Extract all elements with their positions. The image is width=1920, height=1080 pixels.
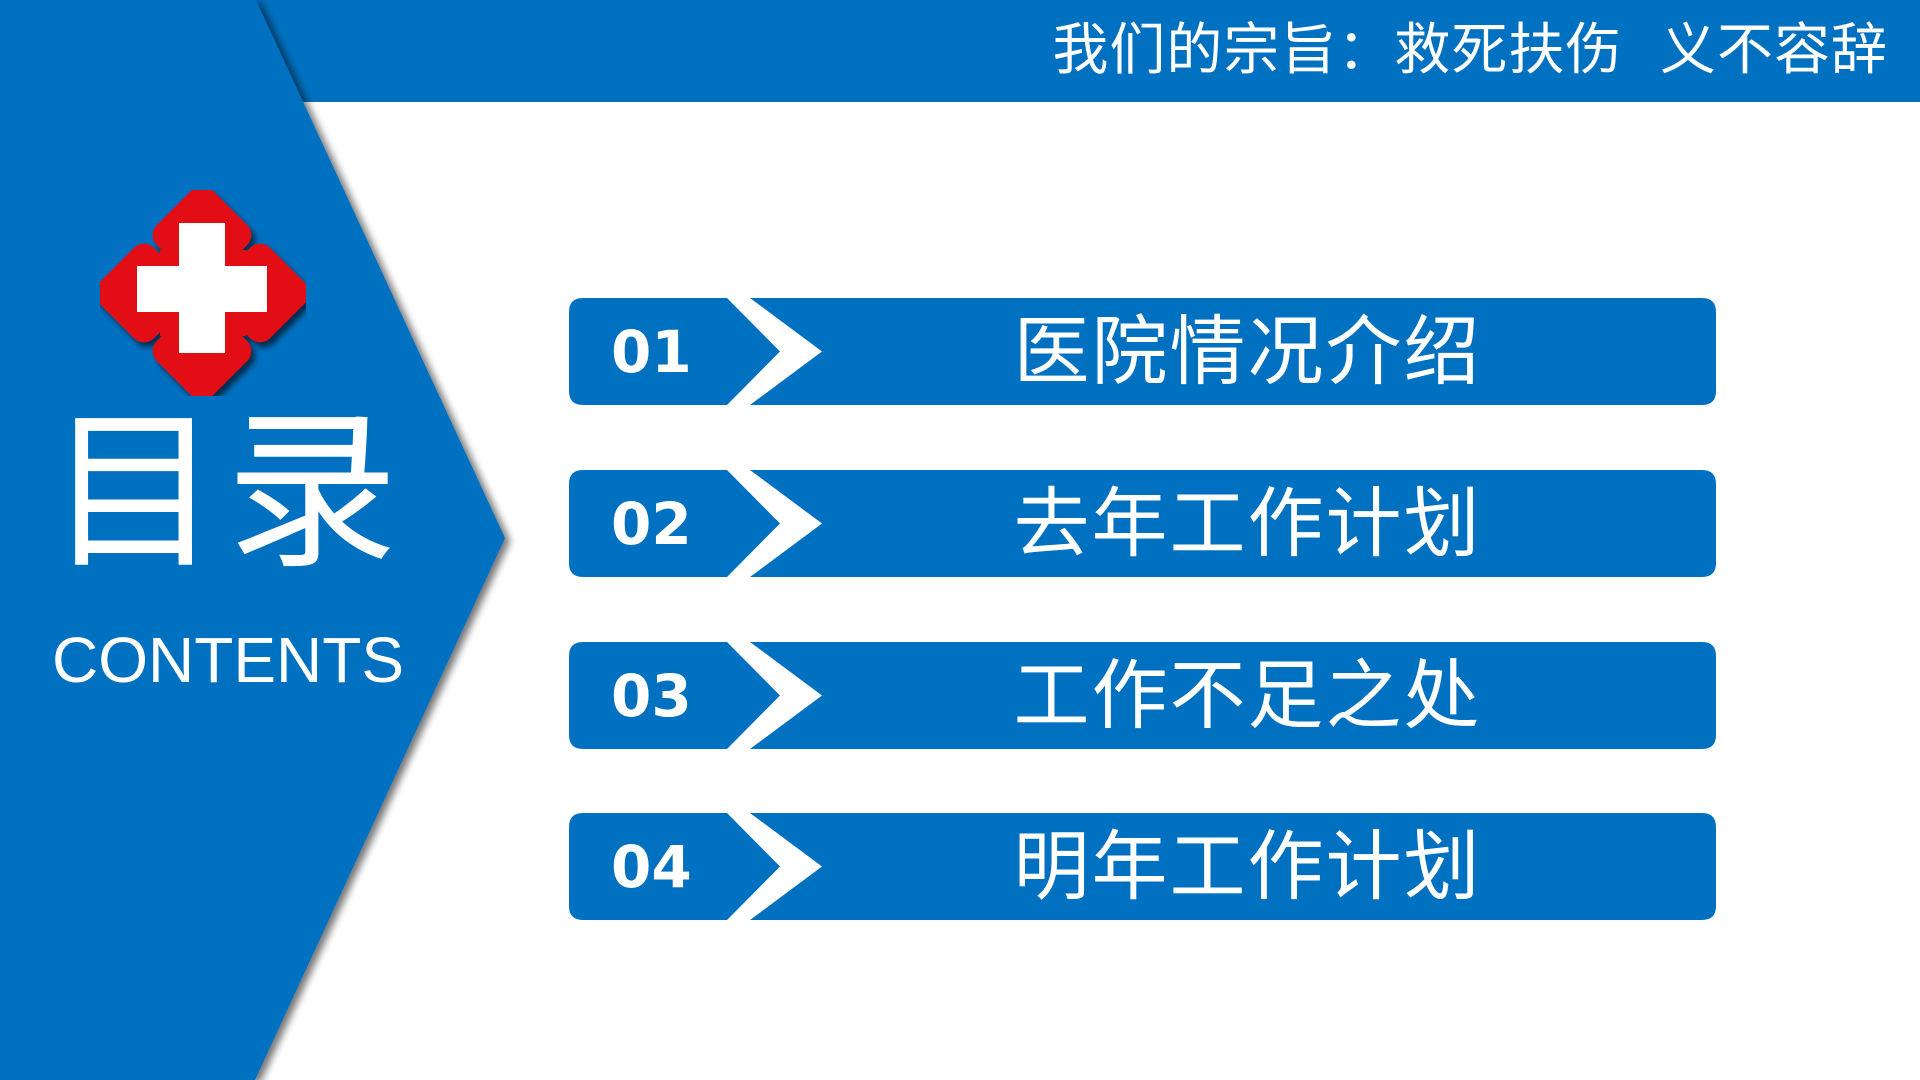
menu-number: 04 [611, 833, 692, 901]
menu-label: 去年工作计划 [1013, 479, 1482, 568]
menu-number: 01 [611, 318, 692, 386]
menu-item-shape [569, 470, 1716, 577]
menu-label: 明年工作计划 [1013, 822, 1482, 911]
menu-item-shape [569, 298, 1716, 405]
menu-item-04[interactable]: 04 明年工作计划 [569, 813, 1716, 920]
menu-label: 工作不足之处 [1013, 651, 1482, 740]
contents-title-cn: 目录 [48, 392, 404, 593]
menu-number: 02 [611, 490, 692, 558]
menu-item-01[interactable]: 01 医院情况介绍 [569, 298, 1716, 405]
menu-item-shape [569, 642, 1716, 749]
header-slogan: 我们的宗旨：救死扶伤 义不容辞 [1052, 18, 1888, 83]
contents-title-en: CONTENTS [52, 624, 404, 696]
menu-item-03[interactable]: 03 工作不足之处 [569, 642, 1716, 749]
menu-label: 医院情况介绍 [1013, 307, 1482, 396]
menu-number: 03 [611, 662, 692, 730]
menu-item-shape [569, 813, 1716, 920]
menu-item-02[interactable]: 02 去年工作计划 [569, 470, 1716, 577]
red-cross-icon [100, 190, 306, 396]
header-bar: 我们的宗旨：救死扶伤 义不容辞 [0, 0, 1920, 102]
